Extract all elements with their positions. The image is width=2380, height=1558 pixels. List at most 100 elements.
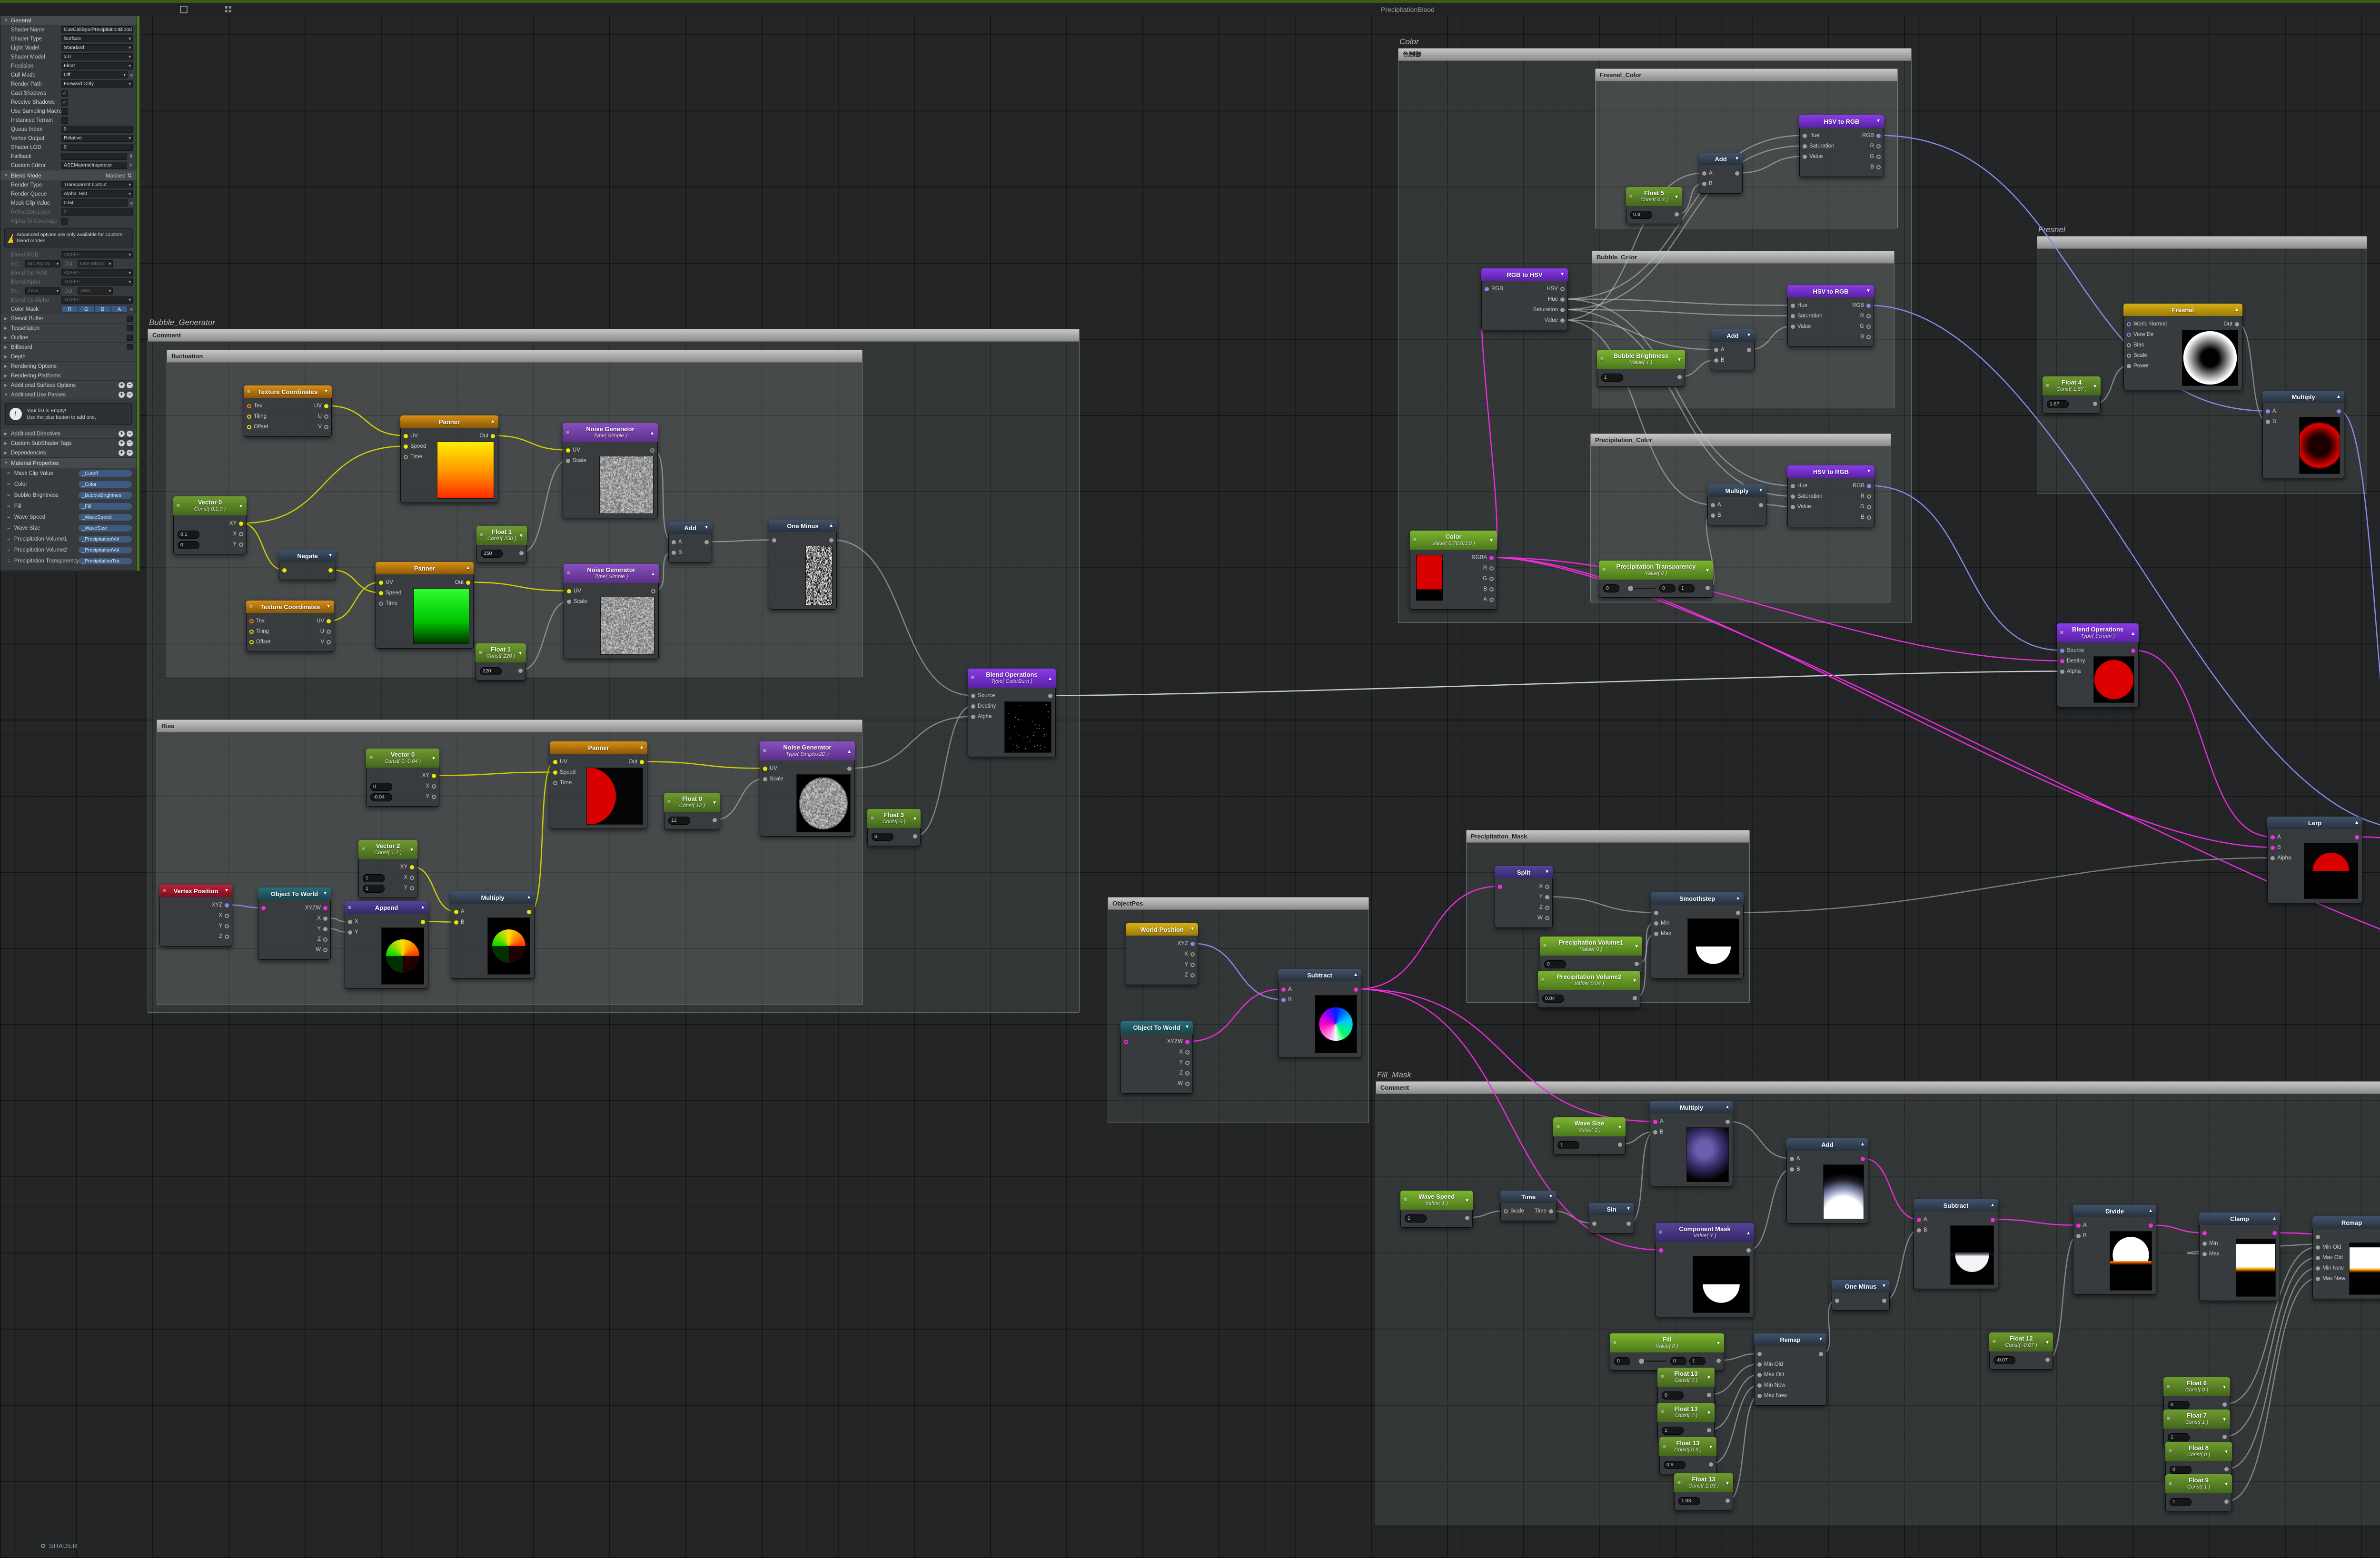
value-field[interactable]: 1 bbox=[1405, 1214, 1427, 1223]
material-property-row[interactable]: =Wave Size_WaveSize bbox=[0, 523, 137, 533]
node-blend-operations[interactable]: ≡Blend OperationsType( Screen )▲SourceDe… bbox=[2057, 623, 2139, 707]
output-port[interactable] bbox=[323, 927, 327, 931]
output-port[interactable] bbox=[2224, 1499, 2229, 1504]
node-collapse-icon[interactable]: ▼ bbox=[1866, 288, 1871, 294]
output-port[interactable] bbox=[1560, 318, 1565, 323]
dropdown[interactable]: Transparent Cutout bbox=[61, 181, 133, 188]
output-port[interactable] bbox=[913, 834, 917, 838]
node-menu-icon[interactable]: ≡ bbox=[1404, 1196, 1410, 1203]
input-port[interactable] bbox=[1790, 1167, 1794, 1172]
input-port[interactable] bbox=[348, 920, 352, 924]
node-collapse-icon[interactable]: ▼ bbox=[1706, 1410, 1711, 1417]
value-field[interactable]: 1 bbox=[363, 885, 385, 893]
node-collapse-icon[interactable]: ▲ bbox=[2131, 630, 2135, 637]
node-menu-icon[interactable]: ≡ bbox=[177, 502, 183, 509]
input-port[interactable] bbox=[404, 434, 408, 438]
node-collapse-icon[interactable]: ▼ bbox=[409, 847, 414, 854]
output-port[interactable] bbox=[713, 818, 717, 822]
node-precipitation-volume2[interactable]: ≡Precipitation Volume2Value( 0.04 )▼0.04 bbox=[1538, 971, 1640, 1008]
node-collapse-icon[interactable]: ▼ bbox=[1705, 567, 1710, 574]
output-port[interactable] bbox=[1626, 1222, 1631, 1226]
node-multiply[interactable]: Multiply▲AB bbox=[2262, 391, 2344, 478]
checkbox[interactable] bbox=[61, 117, 68, 124]
node-texture-coordinates[interactable]: ≡Texture Coordinates▼TexUVTilingUOffsetV bbox=[246, 601, 334, 652]
input-port[interactable] bbox=[2127, 343, 2131, 347]
input-port[interactable] bbox=[2266, 420, 2270, 424]
add-button[interactable]: + bbox=[119, 440, 125, 446]
node-hsv-to-rgb[interactable]: HSV to RGB▼HueRGBSaturationRValueGB bbox=[1787, 465, 1874, 527]
input-port[interactable] bbox=[2060, 649, 2064, 653]
output-port[interactable] bbox=[1876, 155, 1881, 159]
input-port[interactable] bbox=[1714, 348, 1718, 352]
input-port[interactable] bbox=[1504, 1209, 1508, 1213]
node-component-mask[interactable]: ≡Component MaskValue( Y )▲ bbox=[1656, 1223, 1754, 1317]
output-port[interactable] bbox=[239, 532, 243, 536]
value-field[interactable]: 1 bbox=[1601, 374, 1623, 382]
input-port[interactable] bbox=[2202, 1231, 2207, 1235]
node-menu-icon[interactable]: ≡ bbox=[567, 570, 574, 576]
input-port[interactable] bbox=[2316, 1266, 2320, 1271]
input-port[interactable] bbox=[1654, 932, 1658, 936]
value-field[interactable]: 0 bbox=[2170, 1466, 2192, 1474]
output-port[interactable] bbox=[1190, 973, 1195, 977]
foldout-additional-use-passes[interactable]: ▼Additional Use Passes+− bbox=[0, 390, 137, 399]
drag-handle-icon[interactable]: = bbox=[7, 503, 10, 509]
node-collapse-icon[interactable]: ▼ bbox=[328, 553, 333, 558]
node-menu-icon[interactable]: ≡ bbox=[2167, 1415, 2173, 1422]
input-port[interactable] bbox=[971, 715, 975, 719]
property-tag[interactable]: _Fill bbox=[79, 503, 132, 510]
output-port[interactable] bbox=[1882, 1299, 1886, 1303]
property-tag[interactable]: _Cutoff bbox=[79, 470, 132, 477]
input-port[interactable] bbox=[1757, 1383, 1762, 1388]
node-collapse-icon[interactable]: ▼ bbox=[1876, 118, 1881, 124]
node-collapse-icon[interactable]: ▲ bbox=[2354, 820, 2359, 825]
node-float-0[interactable]: ≡Float 0Const( 12 )▼12 bbox=[664, 793, 720, 830]
value-field[interactable]: 0 bbox=[1662, 1391, 1684, 1400]
output-port[interactable] bbox=[2093, 402, 2097, 406]
input-port[interactable] bbox=[1790, 1157, 1794, 1161]
node-collapse-icon[interactable]: ▲ bbox=[2234, 307, 2239, 312]
node-collapse-icon[interactable]: ▼ bbox=[238, 503, 243, 510]
input-port[interactable] bbox=[404, 444, 408, 449]
output-port[interactable] bbox=[1560, 308, 1565, 312]
output-port[interactable] bbox=[1709, 1462, 1713, 1467]
property-tag[interactable]: _PrecipitationVol bbox=[79, 536, 132, 542]
output-port[interactable] bbox=[1675, 212, 1679, 217]
node-lerp[interactable]: Lerp▲ABAlpha bbox=[2267, 817, 2362, 903]
node-menu-icon[interactable]: ≡ bbox=[1661, 1373, 1667, 1380]
node-menu-icon[interactable]: ≡ bbox=[763, 747, 770, 754]
text-input[interactable] bbox=[61, 153, 127, 160]
input-port[interactable] bbox=[2316, 1235, 2320, 1239]
node-menu-icon[interactable]: ≡ bbox=[369, 754, 376, 761]
material-property-row[interactable]: =Precipitation Volume2_PrecipitationVol bbox=[0, 544, 137, 555]
value-field[interactable]: 0 bbox=[1603, 584, 1619, 592]
output-port[interactable] bbox=[1185, 1082, 1190, 1086]
input-port[interactable] bbox=[1498, 885, 1502, 889]
output-port[interactable] bbox=[1707, 1428, 1711, 1432]
node-collapse-icon[interactable]: ▼ bbox=[1706, 1374, 1711, 1381]
checkbox[interactable] bbox=[61, 218, 68, 225]
node-menu-icon[interactable]: ≡ bbox=[1663, 1443, 1669, 1450]
output-port[interactable] bbox=[1545, 916, 1549, 920]
output-port[interactable] bbox=[1545, 895, 1549, 899]
node-add[interactable]: Add▼AB bbox=[668, 522, 712, 562]
dropdown[interactable]: <OFF> bbox=[61, 278, 133, 286]
node-clamp[interactable]: Clamp▲MinMax bbox=[2199, 1213, 2280, 1301]
foldout-tessellation[interactable]: ▶Tessellation bbox=[0, 323, 137, 333]
input-port[interactable] bbox=[1711, 513, 1715, 518]
output-port[interactable] bbox=[491, 434, 495, 438]
node-collapse-icon[interactable]: ▼ bbox=[1489, 537, 1494, 544]
src-dropdown[interactable]: Src Alpha bbox=[25, 260, 60, 267]
output-port[interactable] bbox=[2222, 1402, 2227, 1407]
output-port[interactable] bbox=[1677, 375, 1682, 379]
input-port[interactable] bbox=[2316, 1245, 2320, 1250]
output-port[interactable] bbox=[1759, 503, 1763, 507]
node-menu-icon[interactable]: ≡ bbox=[479, 649, 486, 656]
output-port[interactable] bbox=[324, 425, 328, 429]
output-port[interactable] bbox=[519, 551, 524, 555]
input-port[interactable] bbox=[2316, 1256, 2320, 1260]
node-float-5[interactable]: ≡Float 5Const( 0.3 )▼0.3 bbox=[1626, 187, 1682, 224]
text-input[interactable]: 0 bbox=[61, 208, 133, 216]
value-field[interactable]: 1 bbox=[2168, 1433, 2190, 1441]
node-collapse-icon[interactable]: ▲ bbox=[1048, 675, 1052, 682]
